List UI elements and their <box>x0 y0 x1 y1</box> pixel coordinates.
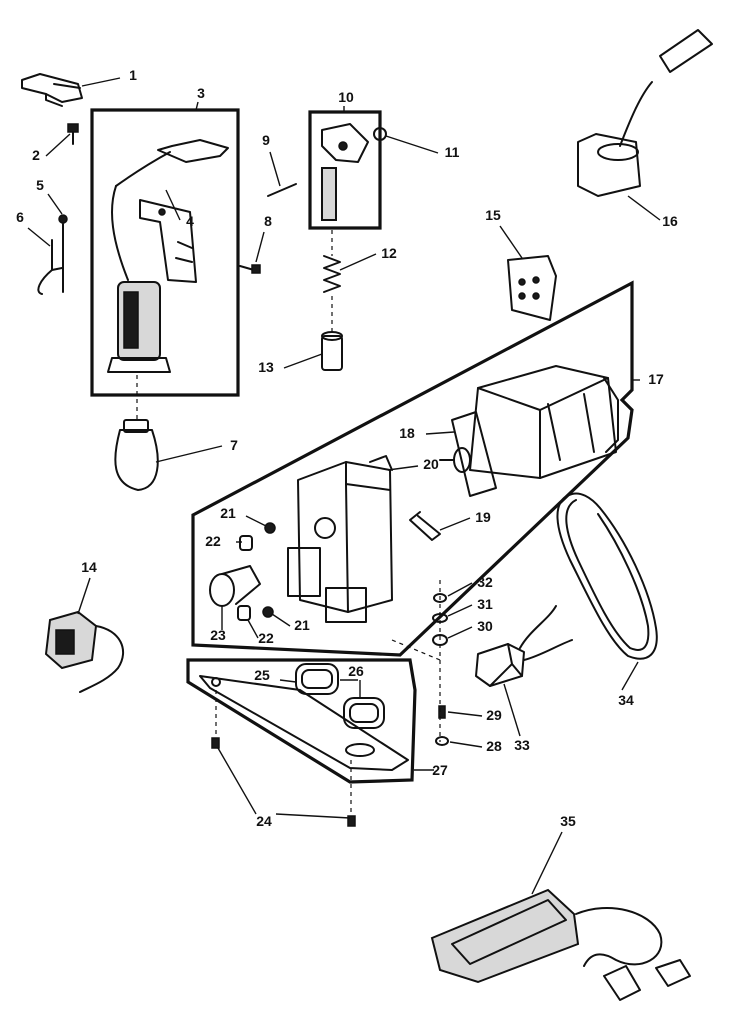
callout-28: 28 <box>486 738 502 754</box>
part-9-screw <box>267 183 297 197</box>
callout-30: 30 <box>477 618 493 634</box>
part-20-housing <box>287 455 393 623</box>
callout-22: 22 <box>205 533 221 549</box>
part-32-washer <box>433 593 447 603</box>
part-22-bushing <box>237 535 253 621</box>
assembly-line <box>391 580 441 742</box>
callout-16: 16 <box>662 213 678 229</box>
part-29-screw <box>438 705 446 719</box>
callout-14: 14 <box>81 559 97 575</box>
part-21-nut <box>262 522 276 618</box>
callout-23: 23 <box>210 627 226 643</box>
part-18-motor <box>439 365 619 497</box>
callout-33: 33 <box>514 737 530 753</box>
callout-24: 24 <box>256 813 272 829</box>
callout-2: 2 <box>32 147 40 163</box>
callout-6: 6 <box>16 209 24 225</box>
callout-29: 29 <box>486 707 502 723</box>
callout-32: 32 <box>477 574 493 590</box>
part-11-ring <box>373 127 387 141</box>
group-frame-10 <box>308 110 382 230</box>
group-frame-27 <box>186 658 417 784</box>
callout-19: 19 <box>475 509 491 525</box>
leader-lines <box>27 77 661 895</box>
callout-5: 5 <box>36 177 44 193</box>
part-1-bracket <box>21 73 83 107</box>
callout-34: 34 <box>618 692 634 708</box>
group-frame-17 <box>191 280 634 657</box>
callout-11: 11 <box>445 144 460 160</box>
callout-15: 15 <box>485 207 501 223</box>
callout-27: 27 <box>432 762 448 778</box>
callout-3: 3 <box>197 85 205 101</box>
part-12-spring <box>323 230 341 293</box>
part-13-sleeve <box>321 296 343 371</box>
part-14-switch <box>44 610 124 693</box>
callout-7: 7 <box>230 437 238 453</box>
callout-8: 8 <box>264 213 272 229</box>
callout-4: 4 <box>186 213 194 229</box>
part-3-lamp-socket-assembly <box>107 139 229 373</box>
callout-10: 10 <box>338 89 354 105</box>
part-34-belt <box>556 492 658 660</box>
callout-21: 21 <box>220 505 236 521</box>
part-25-base-plate <box>199 675 409 771</box>
part-35-foot-controller <box>430 888 691 1001</box>
part-23-pulley <box>209 565 261 607</box>
part-28-washer <box>435 736 449 746</box>
part-7-bulb <box>114 375 159 491</box>
callout-21: 21 <box>294 617 310 633</box>
part-4-screw <box>158 208 166 216</box>
part-26-coil <box>295 663 385 729</box>
group-frame-3 <box>90 108 240 397</box>
callout-35: 35 <box>560 813 576 829</box>
callout-20: 20 <box>423 456 439 472</box>
callout-17: 17 <box>648 371 664 387</box>
part-6-wire-clip <box>37 239 63 295</box>
callout-1: 1 <box>129 67 137 83</box>
part-33-capacitor <box>475 605 573 687</box>
part-24-screw <box>211 690 356 827</box>
callout-26: 26 <box>348 663 364 679</box>
callout-22: 22 <box>258 630 274 646</box>
callout-18: 18 <box>399 425 415 441</box>
part-5-screw <box>58 214 68 293</box>
part-16-holder <box>577 29 713 197</box>
part-8-screw <box>239 264 261 274</box>
callout-13: 13 <box>258 359 274 375</box>
part-10-bracket-assembly <box>321 123 369 221</box>
part-2-screw <box>67 123 79 145</box>
part-15-plate <box>507 255 557 321</box>
callout-31: 31 <box>477 596 493 612</box>
callout-12: 12 <box>381 245 397 261</box>
part-19-clip <box>409 511 441 541</box>
callout-9: 9 <box>262 132 270 148</box>
callout-25: 25 <box>254 667 270 683</box>
